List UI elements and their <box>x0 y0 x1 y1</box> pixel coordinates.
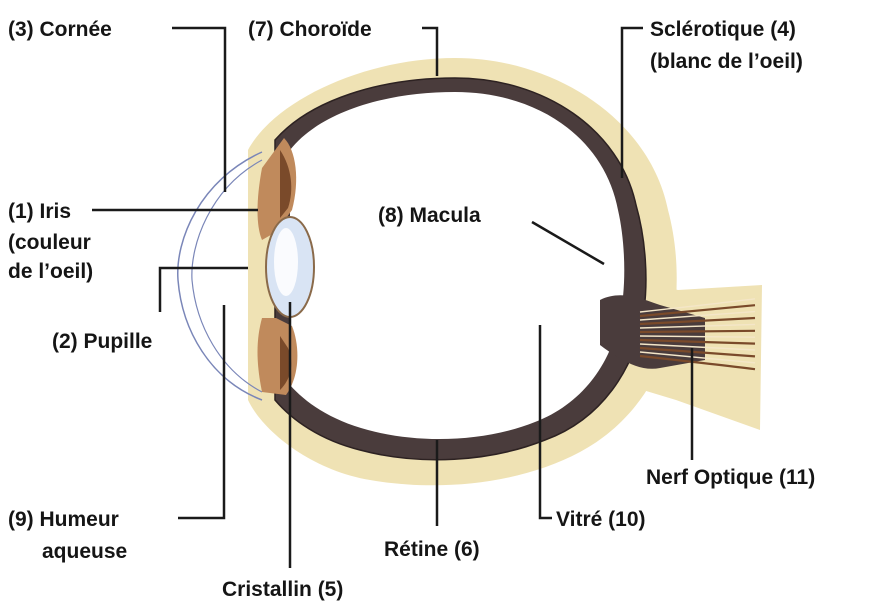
label-aqueous-note: aqueuse <box>42 540 127 563</box>
label-cornea: (3) Cornée <box>8 18 112 41</box>
label-choroid: (7) Choroïde <box>248 18 372 41</box>
label-pupil: (2) Pupille <box>52 330 152 353</box>
label-iris-note-2: de l’oeil) <box>8 260 93 283</box>
label-iris: (1) Iris <box>8 200 71 223</box>
iris-lower <box>258 318 298 395</box>
label-lens: Cristallin (5) <box>222 578 343 601</box>
label-macula: (8) Macula <box>378 204 481 227</box>
label-aqueous: (9) Humeur <box>8 508 119 531</box>
optic-nerve-fiber <box>640 331 755 332</box>
label-iris-note-1: (couleur <box>8 231 91 254</box>
leader-cornea <box>172 28 225 192</box>
label-vitreous: Vitré (10) <box>556 508 646 531</box>
leader-pupil <box>160 268 248 312</box>
label-sclera-note: (blanc de l’oeil) <box>650 50 803 73</box>
leader-aqueous <box>178 305 224 518</box>
label-sclera: Sclérotique (4) <box>650 18 796 41</box>
vitreous-body <box>290 92 624 439</box>
label-optic-nerve: Nerf Optique (11) <box>646 466 815 489</box>
lens-highlight <box>274 228 298 296</box>
label-retina: Rétine (6) <box>384 538 480 561</box>
